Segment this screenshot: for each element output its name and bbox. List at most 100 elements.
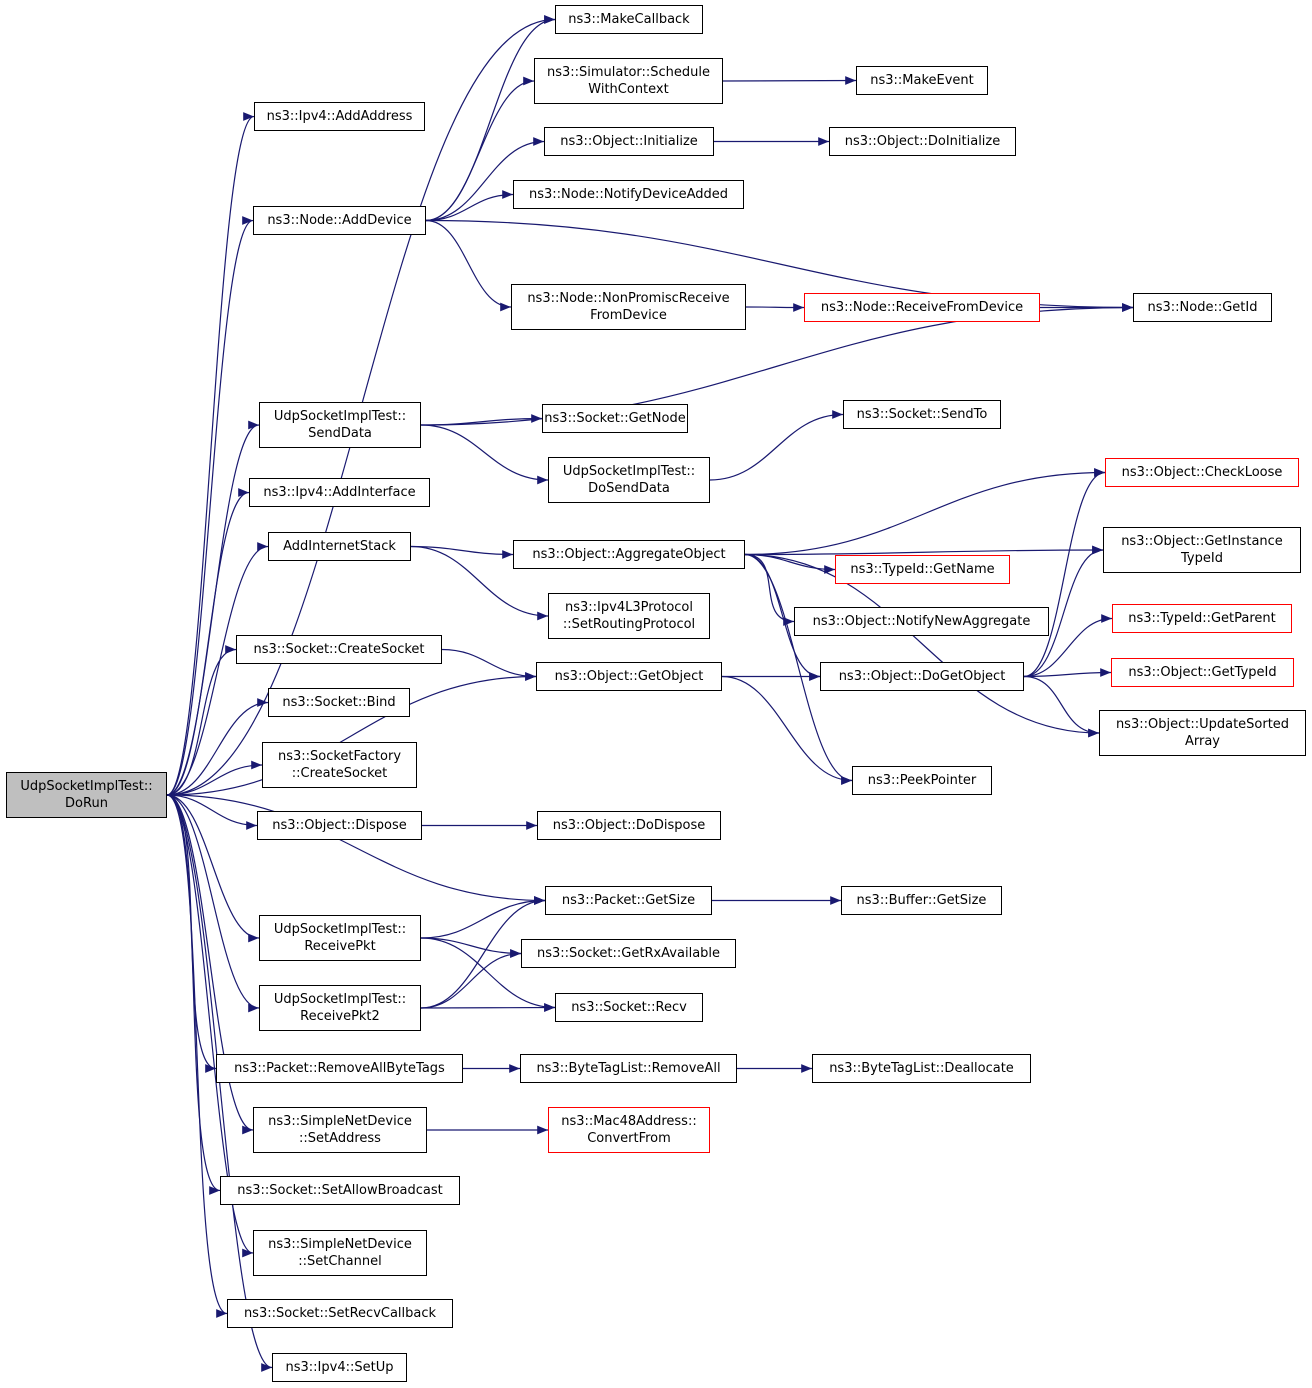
node-label: ns3::Node::AddDevice (267, 213, 412, 228)
node-label: ns3::MakeEvent (870, 73, 974, 88)
edge-dorun-to-packet-getsize (166, 794, 546, 905)
node-label: ns3::Object::DoInitialize (844, 134, 1001, 149)
node-object-getobject[interactable]: ns3::Object::GetObject (536, 662, 722, 691)
node-label: ns3::Packet::GetSize (561, 893, 696, 908)
node-object-initialize[interactable]: ns3::Object::Initialize (544, 127, 714, 156)
node-object-checkloose[interactable]: ns3::Object::CheckLoose (1105, 458, 1299, 487)
edge-receivepkt-to-socket-getrxavailable (420, 937, 522, 958)
node-object-aggregateobject[interactable]: ns3::Object::AggregateObject (513, 540, 745, 569)
node-ipv4-addaddress[interactable]: ns3::Ipv4::AddAddress (254, 102, 425, 131)
node-label: ns3::Object::UpdateSorted (1115, 717, 1290, 732)
node-label: ns3::Ipv4::AddInterface (263, 485, 416, 500)
node-bytetaglist-deallocate[interactable]: ns3::ByteTagList::Deallocate (812, 1054, 1031, 1083)
edge-object-getobject-to-peekpointer (721, 675, 853, 785)
node-simplenetdevice-setchannel[interactable]: ns3::SimpleNetDevice::SetChannel (253, 1230, 427, 1276)
node-socket-bind[interactable]: ns3::Socket::Bind (268, 688, 410, 717)
node-label: ns3::Ipv4::AddAddress (266, 109, 413, 124)
edge-node-nonpromiscreceivefromdevice-to-node-receivefromdevice (745, 303, 805, 312)
edge-object-aggregateobject-to-object-checkloose (744, 468, 1106, 556)
node-addinternetstack[interactable]: AddInternetStack (268, 532, 411, 561)
node-label: DoRun (65, 796, 108, 811)
node-makeevent[interactable]: ns3::MakeEvent (856, 66, 988, 95)
node-label: UdpSocketImplTest:: (273, 992, 407, 1007)
edge-dorun-to-simplenetdevice-setchannel (166, 794, 254, 1258)
node-simplenetdevice-setaddress[interactable]: ns3::SimpleNetDevice::SetAddress (253, 1107, 427, 1153)
node-socket-getnode[interactable]: ns3::Socket::GetNode (542, 404, 688, 433)
node-node-adddevice[interactable]: ns3::Node::AddDevice (253, 206, 426, 235)
node-label: ConvertFrom (587, 1131, 671, 1146)
node-label: ns3::Node::GetId (1147, 300, 1258, 315)
node-receivepkt[interactable]: UdpSocketImplTest::ReceivePkt (259, 915, 421, 961)
node-label: ReceivePkt2 (300, 1009, 380, 1024)
node-label: TypeId (1181, 551, 1223, 566)
edge-object-aggregateobject-to-object-notifynewaggregate (744, 553, 795, 626)
node-label: ns3::Socket::GetRxAvailable (536, 946, 721, 961)
node-socket-setrecvcallback[interactable]: ns3::Socket::SetRecvCallback (227, 1299, 453, 1328)
node-typeid-getparent[interactable]: ns3::TypeId::GetParent (1112, 604, 1292, 633)
edge-node-adddevice-to-object-initialize (425, 137, 545, 222)
node-label: ns3::Object::GetInstance (1121, 534, 1283, 549)
edge-dorun-to-addinternetstack (166, 542, 269, 796)
node-socket-createsocket[interactable]: ns3::Socket::CreateSocket (236, 635, 442, 664)
edge-dorun-to-ipv4-addinterface (166, 488, 250, 796)
node-dosenddata[interactable]: UdpSocketImplTest::DoSendData (548, 457, 710, 503)
node-buffer-getsize[interactable]: ns3::Buffer::GetSize (841, 886, 1002, 915)
node-label: ns3::TypeId::GetParent (1128, 611, 1276, 626)
edge-dorun-to-object-dispose (166, 794, 258, 830)
node-label: ns3::Socket::Bind (282, 695, 396, 710)
edge-node-adddevice-to-node-notifydeviceadded (425, 190, 514, 222)
node-mac48address-convertfrom[interactable]: ns3::Mac48Address::ConvertFrom (548, 1107, 710, 1153)
edge-object-dogetobject-to-object-checkloose (1023, 468, 1106, 678)
node-packet-getsize[interactable]: ns3::Packet::GetSize (545, 886, 712, 915)
node-label: SendData (308, 426, 372, 441)
node-label: UdpSocketImplTest:: (20, 779, 153, 794)
node-dorun: UdpSocketImplTest::DoRun (6, 772, 167, 818)
edge-dorun-to-object-getobject (166, 672, 537, 796)
node-packet-removeallbytetags[interactable]: ns3::Packet::RemoveAllByteTags (216, 1054, 463, 1083)
edge-object-dogetobject-to-object-gettypeid (1023, 668, 1112, 678)
node-node-getid[interactable]: ns3::Node::GetId (1133, 293, 1272, 322)
node-label: ns3::Object::CheckLoose (1121, 465, 1283, 480)
node-socket-sendto[interactable]: ns3::Socket::SendTo (843, 400, 1001, 429)
node-label: ns3::Node::NonPromiscReceive (527, 291, 730, 306)
node-label: ns3::Simulator::Schedule (546, 65, 711, 80)
node-ipv4-addinterface[interactable]: ns3::Ipv4::AddInterface (249, 478, 430, 507)
node-node-notifydeviceadded[interactable]: ns3::Node::NotifyDeviceAdded (513, 180, 744, 209)
edge-dorun-to-simplenetdevice-setaddress (166, 794, 254, 1135)
node-label: ::CreateSocket (291, 766, 388, 781)
node-object-notifynewaggregate[interactable]: ns3::Object::NotifyNewAggregate (794, 607, 1049, 636)
node-receivepkt2[interactable]: UdpSocketImplTest::ReceivePkt2 (259, 985, 421, 1031)
node-object-dispose[interactable]: ns3::Object::Dispose (257, 811, 422, 840)
edge-object-aggregateobject-to-object-getinstancetypeid (744, 545, 1104, 556)
node-label: AddInternetStack (283, 539, 396, 554)
node-socket-setallowbroadcast[interactable]: ns3::Socket::SetAllowBroadcast (220, 1176, 460, 1205)
node-label: UdpSocketImplTest:: (562, 464, 696, 479)
node-typeid-getname[interactable]: ns3::TypeId::GetName (835, 555, 1010, 584)
node-bytetaglist-removeall[interactable]: ns3::ByteTagList::RemoveAll (520, 1054, 737, 1083)
node-ipv4-setup[interactable]: ns3::Ipv4::SetUp (272, 1353, 407, 1382)
node-label: ns3::Ipv4L3Protocol (565, 600, 693, 615)
edge-receivepkt2-to-packet-getsize (420, 896, 546, 1009)
node-makecallback[interactable]: ns3::MakeCallback (555, 5, 703, 34)
node-sendData[interactable]: UdpSocketImplTest::SendData (259, 402, 421, 448)
edge-dorun-to-node-adddevice (166, 216, 254, 796)
node-object-dodispose[interactable]: ns3::Object::DoDispose (537, 811, 721, 840)
node-socket-getrxavailable[interactable]: ns3::Socket::GetRxAvailable (521, 939, 736, 968)
node-label: ns3::Object::Dispose (272, 818, 407, 833)
edge-receivepkt2-to-socket-recv (420, 1003, 556, 1012)
node-socketfactory-createsocket[interactable]: ns3::SocketFactory::CreateSocket (262, 742, 417, 788)
node-object-gettypeid[interactable]: ns3::Object::GetTypeId (1111, 658, 1294, 687)
node-peekpointer[interactable]: ns3::PeekPointer (852, 766, 992, 795)
node-node-receivefromdevice[interactable]: ns3::Node::ReceiveFromDevice (804, 293, 1040, 322)
node-label: ns3::Node::NotifyDeviceAdded (528, 187, 729, 202)
node-label: ns3::Object::GetTypeId (1128, 665, 1277, 680)
node-ipv4l3protocol-setroutingprotocol[interactable]: ns3::Ipv4L3Protocol::SetRoutingProtocol (548, 593, 710, 639)
node-object-doinitialize[interactable]: ns3::Object::DoInitialize (829, 127, 1016, 156)
node-object-dogetobject[interactable]: ns3::Object::DoGetObject (820, 662, 1024, 691)
node-socket-recv[interactable]: ns3::Socket::Recv (555, 993, 703, 1022)
node-label: ns3::ByteTagList::Deallocate (829, 1061, 1014, 1076)
